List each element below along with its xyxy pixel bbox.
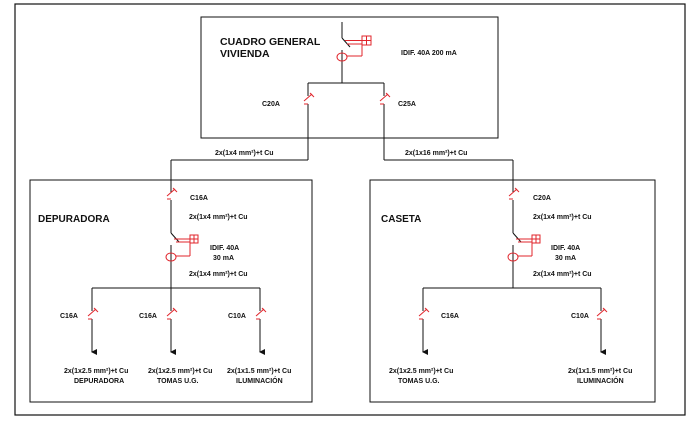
caseta-differential-label-2: 30 mA [555,255,576,262]
depuradora-circuit-1-name: DEPURADORA [74,378,124,385]
caseta-circuit-2-breaker: C10A [571,313,589,320]
tomas-ug-circuit-breaker-symbol [166,307,178,320]
caseta-differential-label-1: IDIF. 40A [551,245,580,252]
caseta-circuit-2-cable: 2x(1x1.5 mm²)+t Cu [568,368,632,375]
depuradora-circuit-breaker-symbol [87,307,99,320]
main-panel-wiring [170,22,514,192]
caseta-input-breaker-label: C20A [533,195,551,202]
depuradora-circuit-3-breaker: C10A [228,313,246,320]
main-breaker-right-label: C25A [398,101,416,108]
depuradora-circuit-1-cable: 2x(1x2.5 mm²)+t Cu [64,368,128,375]
caseta-iluminacion-breaker-symbol [596,307,608,320]
main-panel-box [200,16,499,139]
depuradora-differential-label-1: IDIF. 40A [210,245,239,252]
caseta-differential-symbol [507,234,541,262]
caseta-title: CASETA [381,214,421,225]
depuradora-circuit-2-name: TOMAS U.G. [157,378,199,385]
depuradora-circuit-2-cable: 2x(1x2.5 mm²)+t Cu [148,368,212,375]
depuradora-wiring [91,200,265,355]
caseta-input-breaker-symbol [508,187,520,200]
depuradora-title: DEPURADORA [38,214,110,225]
depuradora-input-cable-label: 2x(1x4 mm²)+t Cu [189,214,248,221]
caseta-bus-cable-label: 2x(1x4 mm²)+t Cu [533,271,592,278]
depuradora-circuit-1-breaker: C16A [60,313,78,320]
main-panel-title-line2: VIVIENDA [220,48,270,60]
outer-frame [14,3,686,416]
main-differential-symbol [336,35,372,62]
caseta-tomas-ug-breaker-symbol [418,307,430,320]
main-breaker-left-label: C20A [262,101,280,108]
depuradora-bus-cable-label: 2x(1x4 mm²)+t Cu [189,271,248,278]
iluminacion-circuit-breaker-symbol [255,307,267,320]
feeder-left-cable-label: 2x(1x4 mm²)+t Cu [215,150,274,157]
feeder-right-cable-label: 2x(1x16 mm²)+t Cu [405,150,467,157]
main-panel-title-line1: CUADRO GENERAL [220,36,321,48]
caseta-wiring [422,200,606,355]
caseta-circuit-2-name: ILUMINACIÓN [577,376,624,385]
main-breaker-c25a-symbol [379,92,391,105]
depuradora-differential-symbol [165,234,199,262]
caseta-circuit-1-cable: 2x(1x2.5 mm²)+t Cu [389,368,453,375]
caseta-input-cable-label: 2x(1x4 mm²)+t Cu [533,214,592,221]
main-differential-label: IDIF. 40A 200 mA [401,50,457,57]
depuradora-circuit-3-name: ILUMINACIÓN [236,376,283,385]
depuradora-differential-label-2: 30 mA [213,255,234,262]
depuradora-circuit-2-breaker: C16A [139,313,157,320]
depuradora-circuit-3-cable: 2x(1x1.5 mm²)+t Cu [227,368,291,375]
caseta-circuit-1-name: TOMAS U.G. [398,378,440,385]
caseta-circuit-1-breaker: C16A [441,313,459,320]
main-breaker-c20a-symbol [303,92,315,105]
depuradora-input-breaker-label: C16A [190,195,208,202]
depuradora-input-breaker-symbol [166,187,178,200]
